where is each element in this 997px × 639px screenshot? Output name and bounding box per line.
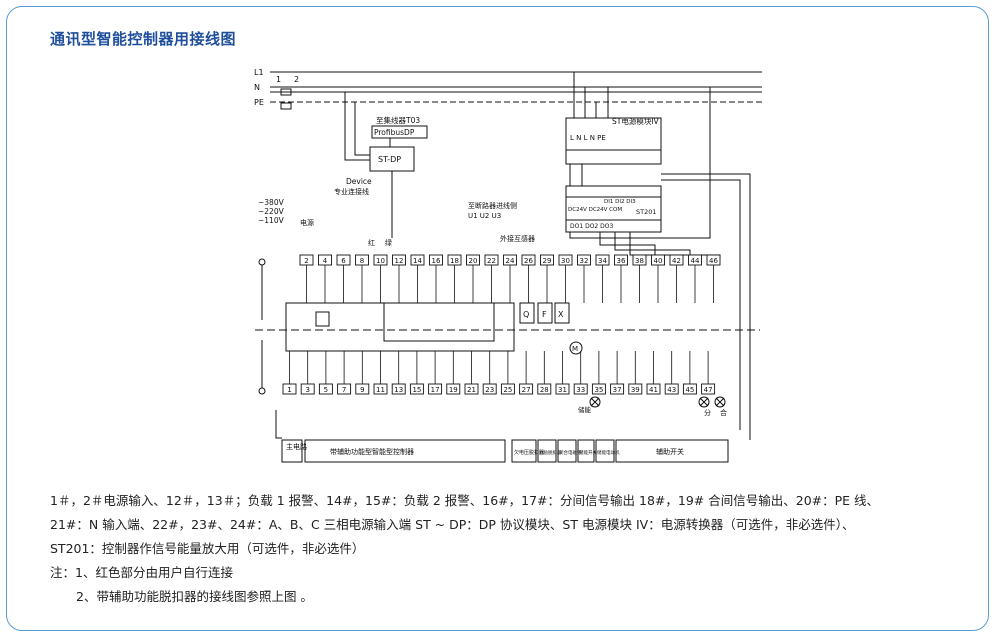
terminal-number: 21 [467,386,476,394]
terminal-number: 25 [503,386,512,394]
terminal-number: 28 [540,386,549,394]
terminal-number: 12 [395,257,404,265]
terminal-number: 31 [558,386,567,394]
terminal-number: 3 [305,386,309,394]
terminal-number: 37 [613,386,622,394]
terminal-number: 26 [524,257,533,265]
terminal-number: 35 [594,386,603,394]
page-title: 通讯型智能控制器用接线图 [50,30,237,48]
terminal-number: 8 [360,257,364,265]
terminal-number: 40 [654,257,663,265]
motor-label: M [572,345,578,353]
terminal-number: 39 [631,386,640,394]
terminal-number: 15 [412,386,421,394]
power-label: 电源 [300,218,314,227]
supply-terminal-2: 2 [294,75,299,84]
terminal-number: 23 [485,386,494,394]
terminal-number: 30 [561,257,570,265]
alarm-green-label: 绿 [385,238,392,247]
terminal-number: 38 [635,257,644,265]
alarm-red-label: 红 [368,238,375,247]
legend-main-circuit: 主电路 [286,442,307,451]
terminal-number: 6 [341,257,346,265]
terminal-number: 34 [598,257,607,265]
terminal-number: 29 [543,257,552,265]
st-dp-bus-sub: ProfibusDP [374,128,415,137]
st201-row2: DC24V DC24V COM [568,207,622,213]
note-title: 注：1、红色部分由用户自行连接 [50,565,233,580]
terminal-number: 17 [431,386,440,394]
voltage-380: ~380V [258,198,285,207]
note-2: 2、带辅助功能脱扣器的接线图参照上图 。 [76,589,313,604]
breaker-inlet-uvw: U1 U2 U3 [468,212,501,220]
ext-transformer-label: 外接互感器 [500,234,535,243]
terminal-number: 33 [576,386,585,394]
terminal-number: 19 [449,386,458,394]
st201-row3: DO1 DO2 DO3 [570,223,613,230]
content-frame [6,6,989,631]
legend-shunt: 分励脱扣器 [539,449,562,456]
terminal-number: 9 [360,386,364,394]
terminal-number: 45 [685,386,694,394]
terminal-number: 1 [287,386,291,394]
st201-label: ST201 [636,208,657,216]
terminal-number: 7 [342,386,346,394]
supply-terminal-1: 1 [276,75,281,84]
description-line-3: ST201：控制器作信号能量放大用（可选件，非必选件） [50,541,365,556]
terminal-number: 36 [617,257,626,265]
device-note: Device [346,177,372,186]
terminal-number: 20 [469,257,478,265]
terminal-number: 27 [522,386,531,394]
st-dp-label: ST-DP [378,155,401,164]
terminal-number: 13 [394,386,403,394]
lamp-charge-label: 储能 [578,405,592,414]
legend-storage-switch: 储能开关 [579,449,597,456]
terminal-number: 47 [704,386,713,394]
st-dp-bus-label: 至集线器T03 [376,115,420,125]
terminal-number: 24 [506,257,515,265]
description-line-2: 21#：N 输入端、22#，23#、24#：A、B、C 三相电源输入端 ST ~… [50,517,855,532]
coil-q-label: Q [523,310,529,319]
coil-f-label: F [542,310,547,319]
line-pe-label: PE [254,98,264,107]
st201-row1: DI1 DI2 DI3 [604,199,636,205]
terminal-number: 14 [413,257,422,265]
description-line-1: 1＃，2＃电源输入、12＃，13＃；负载 1 报警、14#，15#：负载 2 报… [50,493,880,508]
legend-undervoltage: 欠电压脱扣器 [514,449,544,456]
legend-controller: 带辅助功能型智能型控制器 [330,447,414,456]
st-power-module-label: ST电源模块IV [612,116,660,126]
terminal-number: 10 [376,257,385,265]
lamp-icons [589,396,726,408]
terminal-number: 43 [667,386,676,394]
terminal-number: 5 [324,386,328,394]
legend-aux-switch: 辅助开关 [656,447,684,456]
legend-storage-motor: 储能电动机 [597,449,620,456]
terminal-number: 32 [580,257,589,265]
terminal-number: 11 [376,386,385,394]
lamp-on-label: 分 [704,408,711,417]
terminal-number: 42 [672,257,681,265]
voltage-110: ~110V [258,216,285,225]
terminal-number: 4 [323,257,328,265]
line-n-label: N [254,83,260,92]
breaker-inlet-label: 至断路器进线侧 [468,201,517,210]
terminal-number: 41 [649,386,658,394]
terminal-number: 2 [304,257,308,265]
legend-closing: 闭合电磁铁 [559,449,582,456]
terminal-number: 44 [691,257,700,265]
terminal-number: 16 [432,257,441,265]
terminal-number: 18 [450,257,459,265]
st-power-module-pins: L N L N PE [570,134,606,142]
line-l1-label: L1 [254,68,264,77]
device-sub: 专业连接线 [334,187,369,196]
coil-x-label: X [558,310,564,319]
terminal-number: 46 [709,257,718,265]
lamp-off-label: 合 [720,408,727,417]
terminal-number: 22 [487,257,496,265]
voltage-220: ~220V [258,207,285,216]
